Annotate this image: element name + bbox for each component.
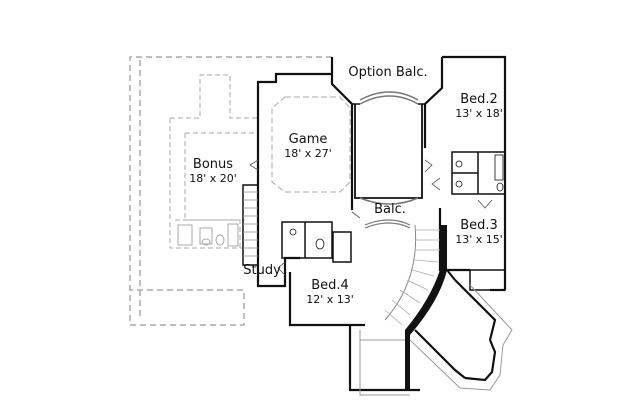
bath-bed4 <box>281 221 352 263</box>
room-name: Bed.2 <box>460 92 498 107</box>
bath-bed2-bed3 <box>451 151 506 195</box>
room-label-study: Study <box>243 263 281 279</box>
roof-outline-dashed <box>129 56 332 326</box>
room-label-bed3: Bed.3 13' x 15' <box>455 218 503 247</box>
curved-stair <box>384 224 447 390</box>
straight-stair <box>242 184 259 266</box>
room-name: Bed.3 <box>460 218 498 233</box>
room-dims: 12' x 13' <box>306 292 354 306</box>
room-name: Bed.4 <box>311 278 349 293</box>
room-label-balc: Balc. <box>374 202 406 218</box>
bed3-closet <box>469 269 506 291</box>
angled-bay-outline <box>409 284 513 391</box>
bonus-fixtures <box>177 223 239 247</box>
game-ceiling-outline <box>271 96 351 193</box>
room-label-bonus: Bonus 18' x 20' <box>189 157 237 186</box>
room-label-option-balc: Option Balc. <box>348 65 428 81</box>
angled-bay <box>414 269 497 382</box>
option-balcony <box>352 91 425 205</box>
room-name: Game <box>288 132 328 147</box>
room-label-bed4: Bed.4 12' x 13' <box>306 278 354 307</box>
room-label-game: Game 18' x 27' <box>284 132 332 161</box>
room-name: Bonus <box>192 157 234 172</box>
room-label-bed2: Bed.2 13' x 18' <box>455 92 503 121</box>
bonus-room-outline <box>169 74 258 249</box>
room-name: Option Balc. <box>348 65 428 80</box>
room-name: Balc. <box>374 202 406 217</box>
room-dims: 18' x 27' <box>284 146 332 160</box>
room-dims: 13' x 18' <box>455 106 503 120</box>
lower-walls <box>359 330 410 396</box>
door-swings <box>249 159 493 276</box>
central-balcony <box>364 219 411 229</box>
room-name: Study <box>243 263 281 278</box>
room-dims: 18' x 20' <box>189 171 237 185</box>
room-dims: 13' x 15' <box>455 232 503 246</box>
